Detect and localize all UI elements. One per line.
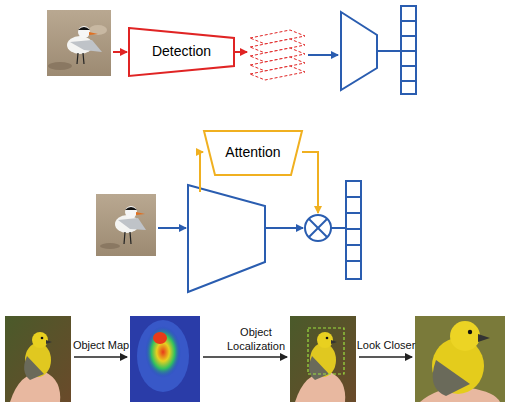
multiply-symbol	[305, 215, 331, 241]
connector-line	[331, 227, 345, 229]
bird-photo	[5, 316, 71, 402]
flow-arrow	[265, 227, 303, 229]
output-vector	[346, 181, 361, 279]
cnn-trapezoid	[188, 185, 265, 292]
attention-branch	[302, 152, 318, 213]
step-label: Object Localization	[218, 326, 294, 354]
output-vector	[401, 6, 416, 94]
bird-photo	[47, 10, 111, 76]
attention-branch	[200, 152, 203, 192]
bird-photo	[290, 316, 356, 402]
trapezoid-shape	[204, 131, 302, 175]
module-label: Detection	[152, 44, 211, 59]
step-label: Look Closer	[356, 339, 416, 353]
flow-arrow	[74, 356, 127, 357]
trapezoid-shape	[129, 28, 234, 76]
bird-photo	[96, 194, 156, 256]
module-trapezoid: Detection	[128, 27, 235, 77]
region-proposal-stack	[250, 30, 305, 80]
localization-box	[308, 328, 344, 374]
flow-arrow	[203, 356, 287, 357]
module-trapezoid: Attention	[203, 130, 303, 176]
flow-arrow	[158, 227, 186, 229]
flow-arrow	[359, 356, 412, 357]
flow-arrow	[113, 51, 127, 53]
connector-line	[377, 50, 400, 52]
object-heatmap	[130, 316, 200, 402]
cnn-trapezoid	[341, 12, 377, 90]
flow-arrow	[235, 51, 247, 53]
module-label: Attention	[225, 145, 280, 160]
step-label: Object Map	[72, 339, 130, 353]
flow-arrow	[308, 54, 338, 56]
zoomed-bird-photo	[415, 316, 505, 402]
